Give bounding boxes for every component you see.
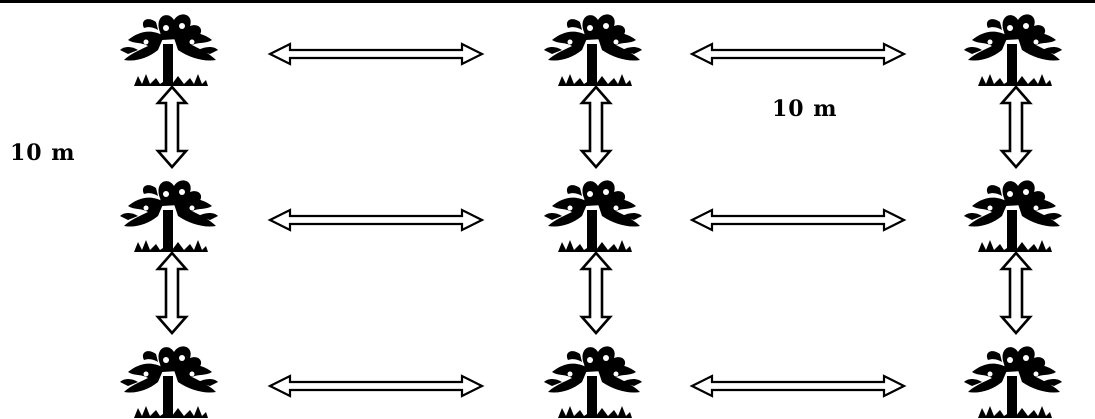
plant-icon xyxy=(964,14,1062,86)
double-arrow-icon xyxy=(156,85,188,169)
plant-icon xyxy=(120,180,218,252)
double-arrow-icon xyxy=(690,208,906,232)
double-arrow-icon xyxy=(580,85,612,169)
plant-icon xyxy=(544,14,642,86)
double-arrow-icon xyxy=(156,251,188,335)
plant-icon xyxy=(120,14,218,86)
plant-icon xyxy=(964,346,1062,418)
plant-icon xyxy=(544,180,642,252)
double-arrow-icon xyxy=(268,374,484,398)
vertical-spacing-label: 10 m xyxy=(10,140,76,166)
horizontal-spacing-label: 10 m xyxy=(772,96,838,122)
double-arrow-icon xyxy=(268,208,484,232)
double-arrow-icon xyxy=(690,42,906,66)
plant-icon xyxy=(544,346,642,418)
top-border-line xyxy=(0,0,1095,3)
plant-icon xyxy=(964,180,1062,252)
double-arrow-icon xyxy=(1000,251,1032,335)
double-arrow-icon xyxy=(580,251,612,335)
plant-icon xyxy=(120,346,218,418)
double-arrow-icon xyxy=(690,374,906,398)
double-arrow-icon xyxy=(1000,85,1032,169)
double-arrow-icon xyxy=(268,42,484,66)
